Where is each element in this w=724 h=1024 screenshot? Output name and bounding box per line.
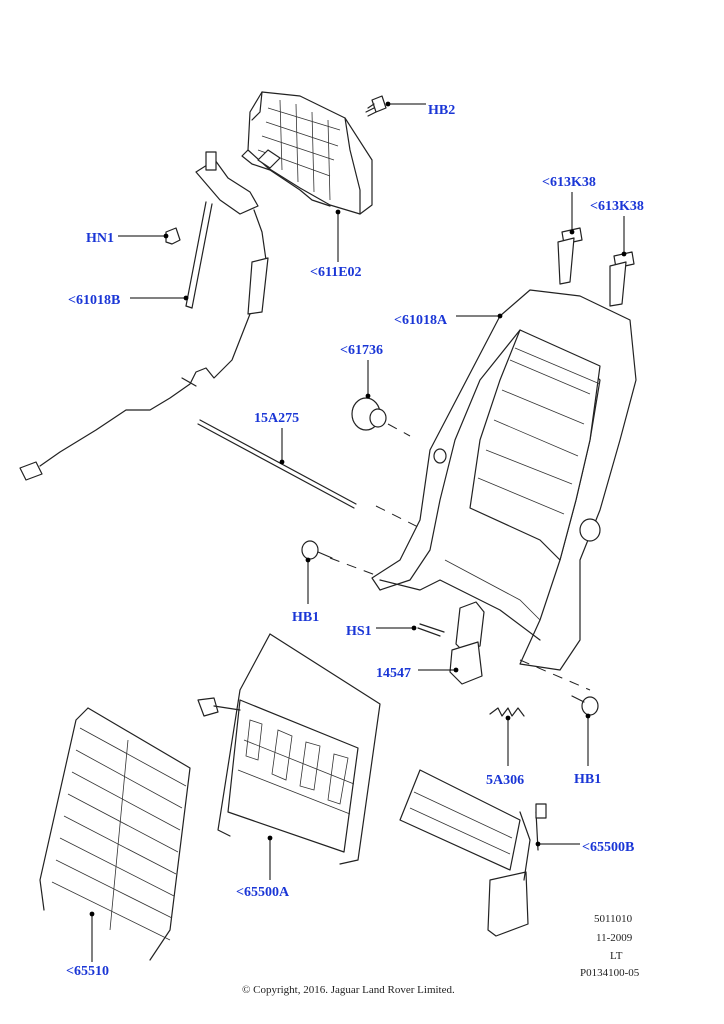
seatback-frame-61018a-drawing: [329, 289, 637, 691]
screw-hb1-right-drawing: [571, 695, 599, 716]
label-hb1-left: HB1: [292, 610, 319, 625]
headrest-guide-613k38-right-drawing: [609, 251, 635, 307]
headrest-guide-613k38-left-drawing: [557, 227, 583, 285]
rod-61018b-drawing: [185, 201, 213, 309]
footer-illustration-id: P0134100-05: [580, 967, 640, 979]
spring-5a306-drawing: [489, 707, 525, 717]
lumbar-mat-65500a-drawing: [197, 633, 381, 865]
bolt-hs1-drawing: [417, 623, 445, 637]
spring-mesh-65510-drawing: [39, 707, 191, 961]
label-65500a: <65500A: [236, 885, 290, 900]
screw-hb1-left-drawing: [301, 540, 333, 560]
trim-strip-15a275-drawing: [197, 419, 357, 509]
label-613k38-left: <613K38: [542, 175, 596, 190]
clip-hn1-drawing: [165, 227, 181, 245]
screw-hb2-drawing: [365, 95, 387, 117]
label-61018a: <61018A: [394, 313, 448, 328]
label-65500b: <65500B: [582, 840, 634, 855]
label-15a275: 15A275: [254, 411, 299, 426]
label-hs1: HS1: [346, 624, 372, 639]
label-hb2: HB2: [428, 103, 455, 118]
label-613k38-right: <613K38: [590, 199, 644, 214]
leader-lines: [89, 101, 627, 962]
seat-module-611e02-drawing: [241, 91, 373, 215]
wiring-harness-drawing: [19, 151, 269, 481]
footer-lt: LT: [610, 950, 623, 962]
pump-65500b-drawing: [399, 769, 547, 937]
label-hb1-right: HB1: [574, 772, 601, 787]
actuator-14547-drawing: [449, 601, 485, 685]
label-611e02: <611E02: [310, 265, 362, 280]
label-61018b: <61018B: [68, 293, 120, 308]
label-5a306: 5A306: [486, 773, 524, 788]
label-61736: <61736: [340, 343, 383, 358]
knob-61736-drawing: [351, 397, 411, 437]
label-14547: 14547: [376, 666, 411, 681]
label-65510: <65510: [66, 964, 109, 979]
footer-date: 11-2009: [596, 932, 633, 944]
footer-copyright: © Copyright, 2016. Jaguar Land Rover Lim…: [242, 984, 455, 996]
footer-ref-code: 5011010: [594, 913, 633, 925]
label-hn1: HN1: [86, 231, 114, 246]
